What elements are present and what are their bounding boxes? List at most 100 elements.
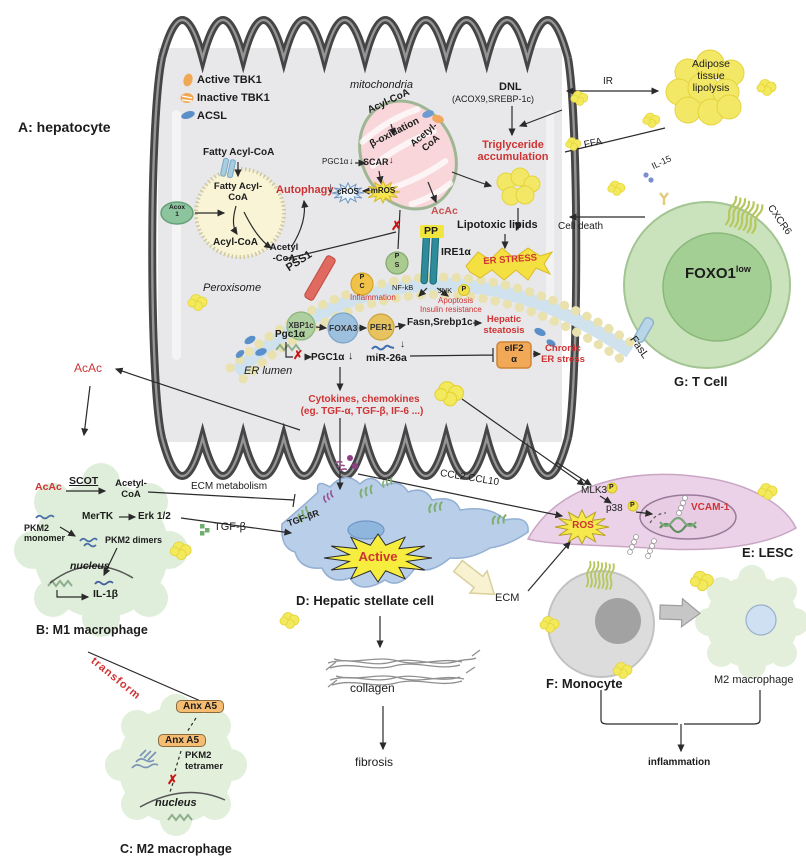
section-b-label: B: M1 macrophage — [36, 623, 148, 637]
m2f-nucleus — [745, 604, 777, 636]
foxo1-sup: low — [735, 264, 751, 274]
stellate-cell — [281, 477, 529, 588]
tgfb-ligand-icon — [200, 524, 205, 529]
il15-receptor-icon — [659, 192, 669, 205]
acac-external-label: AcAc — [74, 361, 103, 375]
pc-label: P C — [359, 274, 365, 291]
m2-macrophage-c-cell — [105, 694, 247, 836]
section-d-label: D: Hepatic stellate cell — [296, 593, 434, 608]
legend-acsl: ACSL — [197, 110, 227, 122]
dnl-label: DNL — [499, 81, 522, 93]
legend-inactive-tbk1: Inactive TBK1 — [197, 92, 270, 104]
collagen-fibers — [325, 649, 481, 688]
section-e-label: E: LESC — [742, 545, 794, 560]
pkm2-tetramer-label: PKM2 tetramer — [185, 750, 224, 772]
acsl-er-icons — [235, 327, 556, 358]
ire1a-label: IRE1α — [441, 246, 471, 258]
m2c-nucleus-label: nucleus — [155, 797, 197, 809]
legend-active-tbk1: Active TBK1 — [197, 74, 262, 86]
section-a-label: A: hepatocyte — [18, 119, 111, 135]
acox1-label: Acox 1 — [169, 204, 185, 218]
er-stress-bolt — [465, 247, 554, 281]
mir26a-label: miR-26a — [366, 352, 407, 364]
lipotoxic-label: Lipotoxic lipids — [457, 219, 538, 231]
monocyte-nucleus — [595, 598, 641, 644]
ecm-label: ECM — [495, 592, 520, 604]
dnl-genes-label: (ACOX9,SREBP-1c) — [452, 94, 535, 104]
section-f-label: F: Monocyte — [546, 676, 623, 691]
ecm-block-arrow — [452, 559, 496, 596]
fibrosis-label: fibrosis — [355, 755, 394, 769]
fatty-acyl-coa-label: Fatty Acyl-CoA — [203, 147, 275, 158]
jnk-p-label: P — [461, 286, 467, 293]
apoptosis-label: Apoptosis — [438, 296, 474, 305]
fasn-srebp1c-label: Fasn,Srebp1c — [407, 317, 473, 328]
mir26a-icon — [371, 344, 395, 351]
x-mark-pgc1a: ✗ — [293, 348, 304, 362]
ps-label: P S — [394, 253, 400, 270]
triglyceride-label: Triglyceride accumulation — [477, 139, 549, 164]
mrna-icon — [275, 343, 301, 352]
mlk3-p-label: P — [609, 484, 614, 491]
ps-circle — [385, 251, 409, 275]
ecm-metabolism-label: ECM metabolism — [191, 481, 268, 492]
pgc1a-mito-down: ↓ — [349, 156, 354, 166]
acyl-coa-peroxisome-label: Acyl-CoA — [213, 237, 259, 248]
foxo1-text: FOXO1 — [685, 265, 736, 282]
xbp1c-label: XBP1c — [288, 321, 314, 330]
acsl-icon — [422, 110, 434, 118]
hepatic-steatosis-label: Hepatic steatosis — [483, 314, 525, 336]
cell-death-label: Cell death — [558, 221, 604, 232]
er-lumen-label: ER lumen — [244, 365, 293, 377]
pgc1a-mito-label: PGC1α — [322, 157, 349, 166]
peroxisome — [194, 157, 286, 259]
acac-mito-label: AcAc — [431, 205, 458, 217]
scar-down: ↓ — [389, 155, 394, 165]
pss1-protein — [304, 255, 336, 301]
pgc1a-label: PGC1α — [311, 352, 345, 363]
acsl-legend-icon — [181, 111, 195, 119]
active-label: Active — [358, 549, 398, 564]
mros-label: mROS — [370, 186, 396, 195]
ire1a-protein — [420, 233, 440, 285]
tgfb-label: TGF-β — [214, 521, 246, 533]
active-tbk1-icon — [183, 73, 193, 87]
pc-circle — [350, 272, 374, 296]
foxa3-node — [327, 312, 359, 344]
m1-acetyl-coa-label: Acetyl- CoA — [115, 478, 147, 500]
vcam1-label: VCAM-1 — [691, 502, 730, 513]
differentiation-block-arrow — [659, 597, 701, 628]
pkm2-dimers-label: PKM2 dimers — [105, 535, 163, 545]
nfkb-label: NF-kB — [392, 283, 414, 292]
insulin-resistance-label: Insulin resistance — [420, 305, 482, 314]
mir26a-down: ↓ — [400, 339, 405, 350]
mlk3-label: MLK3 — [581, 485, 608, 496]
stellate-nucleus — [347, 520, 385, 540]
triglyceride-droplets — [496, 167, 541, 206]
il1b-label: IL-1β — [93, 588, 119, 600]
section-g-label: G: T Cell — [674, 374, 728, 389]
m1-nucleus-arc — [49, 565, 134, 584]
adipose-cluster — [665, 49, 745, 126]
jnk-phospho — [458, 284, 470, 296]
m1-macrophage-cell — [14, 463, 188, 637]
anx-a5-box-1: Anx A5 — [176, 700, 225, 713]
autophagy-down-arrow: ↓ — [327, 179, 334, 195]
pkm2-dimer-icon — [79, 537, 98, 548]
peroxisome-label: Peroxisome — [203, 282, 262, 294]
cytokines-line1: Cytokines, chemokines — [308, 394, 420, 405]
jnk-label: JNK — [438, 286, 453, 295]
anx-a5-box-2: Anx A5 — [158, 734, 207, 747]
pgc1a-down: ↓ — [348, 350, 354, 362]
cros-label: cROS — [337, 187, 359, 196]
mertk-label: MerTK — [82, 511, 114, 522]
section-c-label: C: M2 macrophage — [120, 842, 232, 856]
pp-highlight — [420, 225, 444, 238]
p38-p-label: P — [630, 502, 635, 509]
mitochondria-label: mitochondria — [350, 79, 413, 91]
autophagy-label: Autophagy — [276, 184, 334, 196]
tcell-cell — [623, 172, 791, 369]
m1-acac-label: AcAc — [35, 481, 62, 493]
monocyte-cell — [547, 559, 655, 678]
eif2a-box — [496, 341, 532, 369]
